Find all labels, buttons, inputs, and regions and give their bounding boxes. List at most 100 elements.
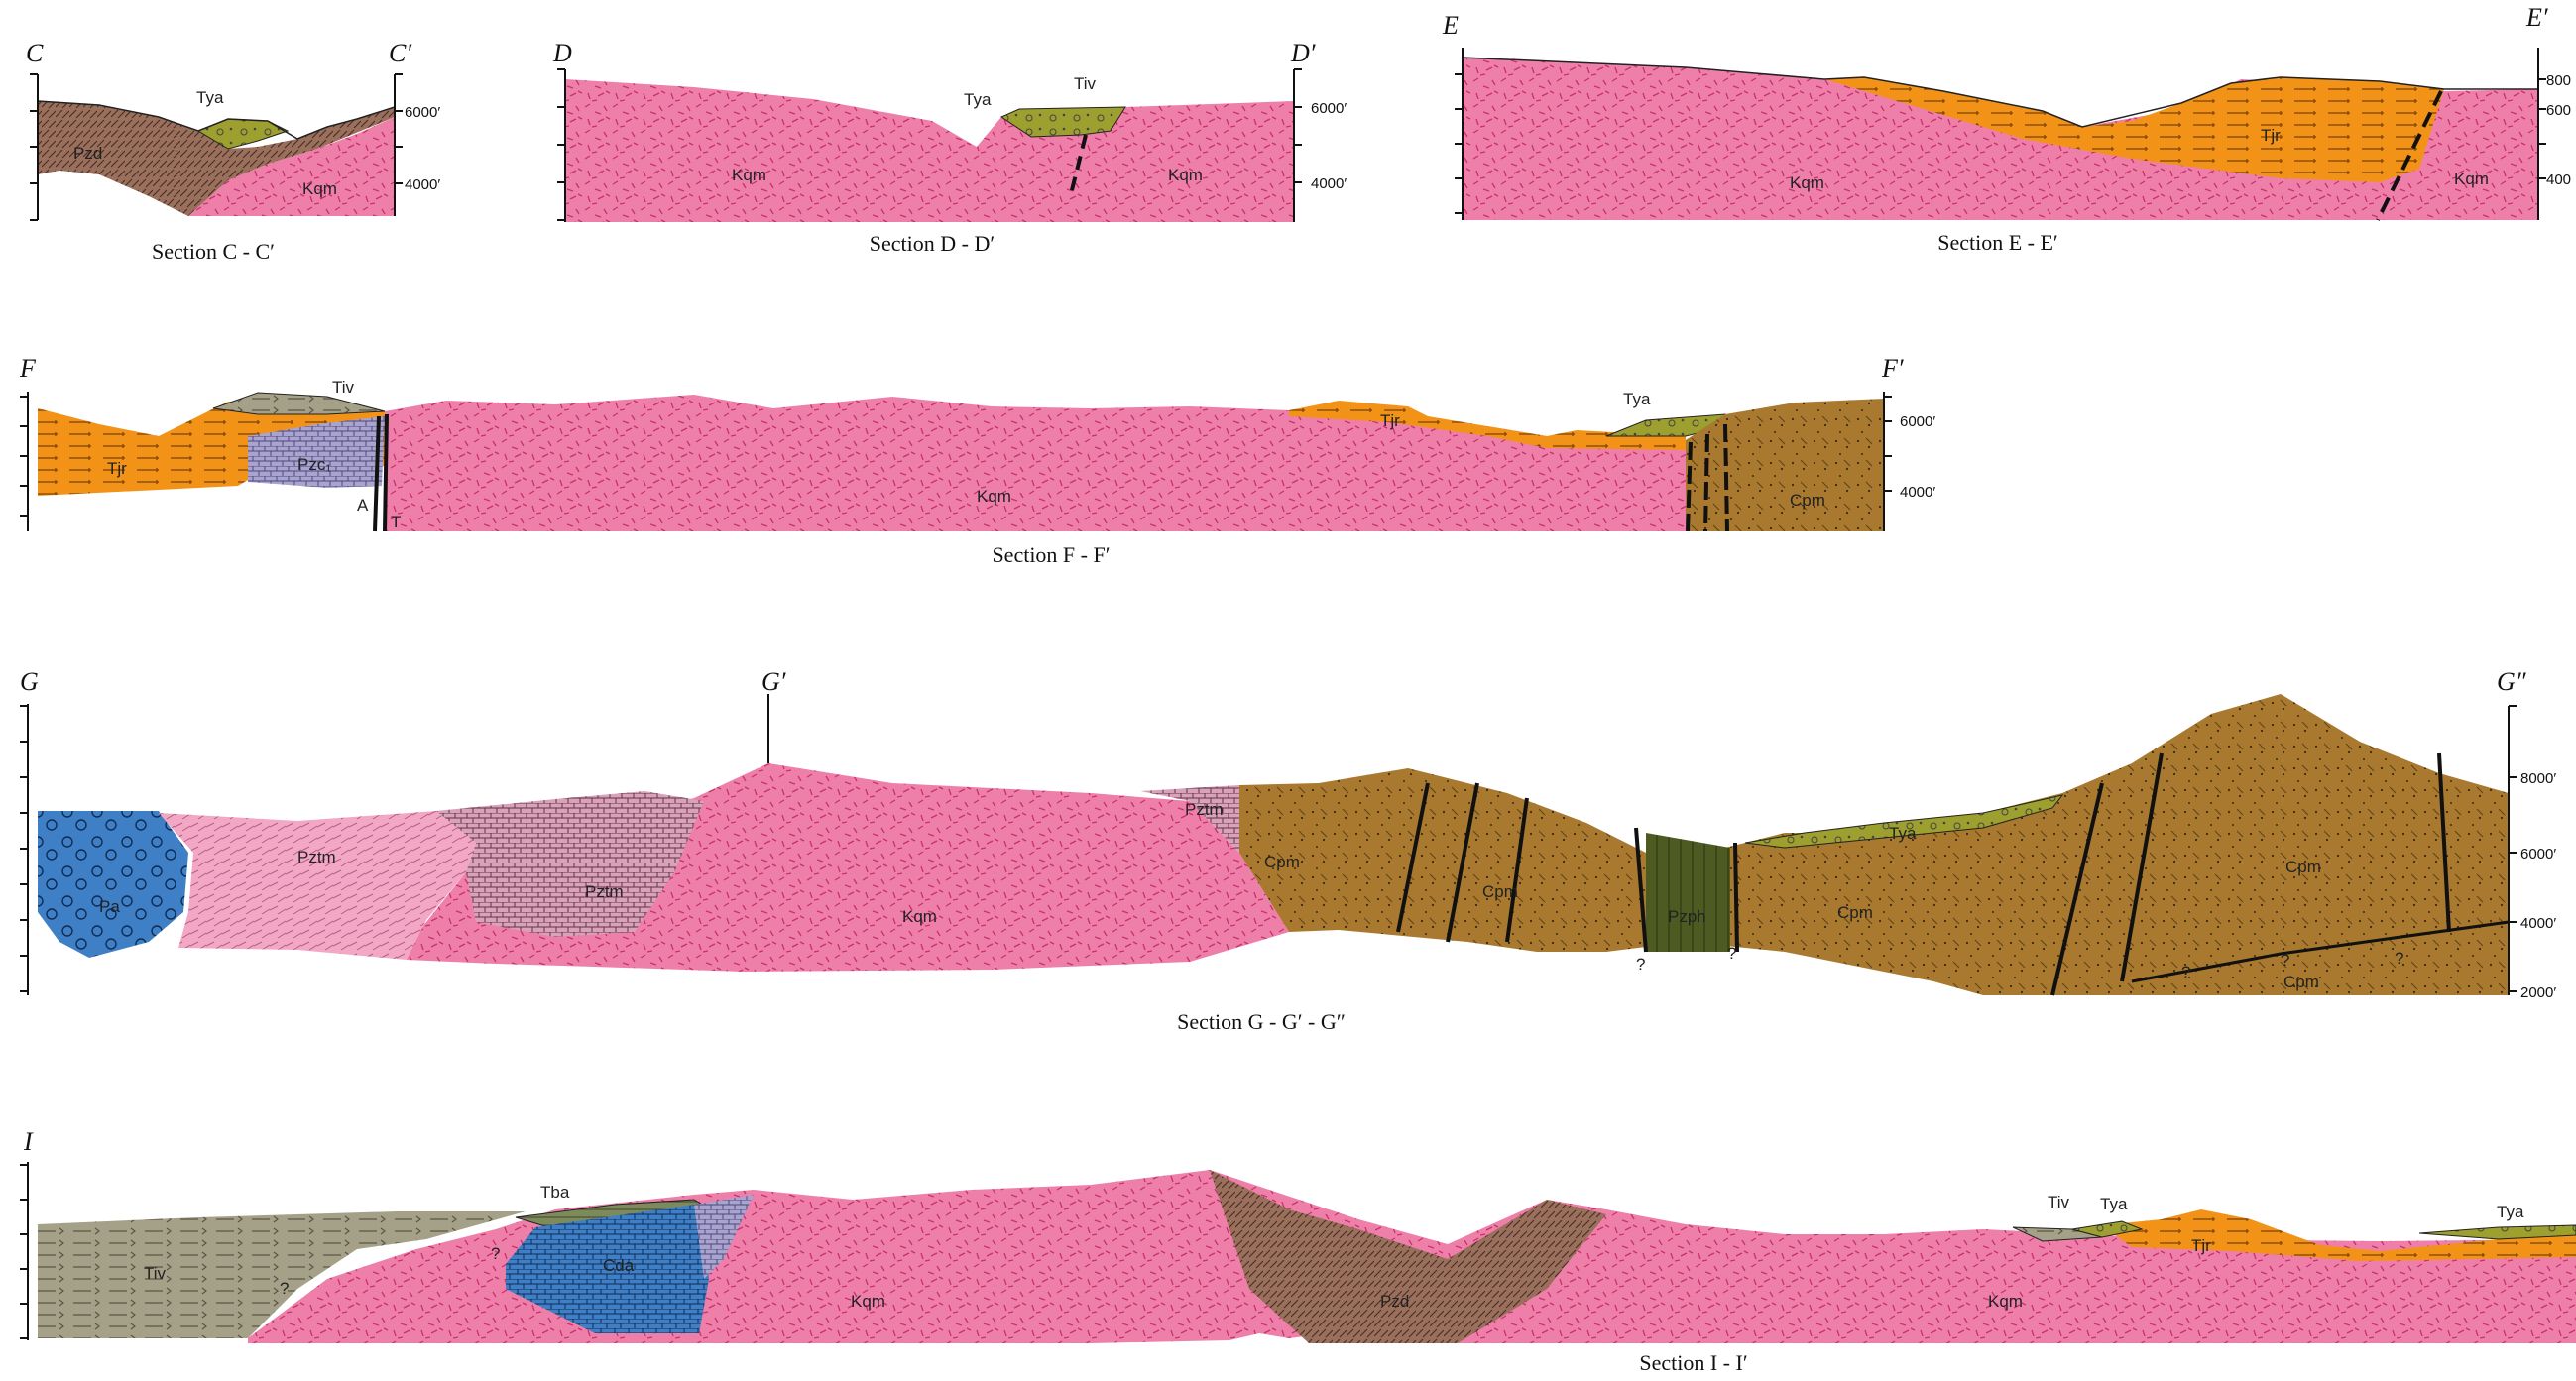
query-3: ? bbox=[2181, 963, 2190, 981]
end-label-f: F bbox=[19, 354, 37, 383]
elevation-axis-left bbox=[557, 69, 565, 222]
end-label-c-prime: C′ bbox=[389, 39, 411, 67]
elev-400: 400 bbox=[2546, 172, 2571, 188]
label-tya: Tya bbox=[1623, 390, 1651, 408]
label-kqm-left: Kqm bbox=[1790, 173, 1824, 192]
end-label-d: D bbox=[552, 39, 572, 67]
elev-4000: 4000′ bbox=[2520, 915, 2556, 932]
end-label-g-double-prime: G″ bbox=[2497, 667, 2527, 696]
caption-section-f: Section F - F′ bbox=[992, 542, 1110, 567]
label-tya-1: Tya bbox=[2100, 1195, 2128, 1213]
query-1: ? bbox=[491, 1244, 500, 1263]
elev-6000: 6000′ bbox=[1311, 100, 1347, 117]
section-e: E E′ 800 600 400 Kqm Tjr Kqm Section E -… bbox=[1442, 3, 2571, 255]
caption-section-d: Section D - D′ bbox=[870, 231, 995, 256]
label-pa: Pa bbox=[99, 897, 120, 916]
label-pzd: Pzd bbox=[1380, 1292, 1409, 1311]
caption-section-i: Section I - I′ bbox=[1639, 1350, 1747, 1375]
label-pztm-3: Pztm bbox=[1185, 800, 1224, 819]
unit-pzph bbox=[1646, 833, 1730, 952]
unit-kqm bbox=[385, 395, 1725, 531]
elev-4000: 4000′ bbox=[1311, 175, 1347, 192]
query-5: ? bbox=[2395, 949, 2403, 968]
elev-4000: 4000′ bbox=[405, 176, 440, 193]
label-kqm: Kqm bbox=[302, 179, 337, 198]
label-tjr-right: Tjr bbox=[1380, 411, 1400, 430]
section-d: D D′ 6000′ 4000′ Tya Tiv Kqm Kqm Section… bbox=[552, 39, 1347, 256]
section-f: F F′ 6000′ 4000′ Tiv Tjr Pzc₁ A T Kqm Tj… bbox=[19, 354, 1935, 567]
label-pzc1: Pzc₁ bbox=[297, 455, 331, 474]
unit-tiv bbox=[213, 393, 385, 414]
caption-section-e: Section E - E′ bbox=[1937, 230, 2058, 255]
label-cpm-3: Cpm bbox=[1837, 903, 1873, 922]
elevation-axis-right bbox=[2538, 48, 2546, 220]
elev-2000: 2000′ bbox=[2520, 984, 2556, 1001]
label-pztm-1: Pztm bbox=[297, 848, 336, 866]
unit-cpm bbox=[1239, 694, 2509, 995]
unit-pa bbox=[38, 811, 188, 958]
label-kqm-1: Kqm bbox=[851, 1292, 885, 1311]
label-tjr: Tjr bbox=[2261, 126, 2281, 145]
label-pztm-2: Pztm bbox=[585, 882, 624, 901]
label-cpm: Cpm bbox=[1790, 491, 1825, 510]
label-tjr-left: Tjr bbox=[107, 459, 127, 478]
elev-6000: 6000′ bbox=[2520, 846, 2556, 863]
label-tya-2: Tya bbox=[2497, 1203, 2524, 1221]
label-fault-a: A bbox=[357, 496, 369, 515]
caption-section-c: Section C - C′ bbox=[152, 239, 275, 264]
label-tiv-left: Tiv bbox=[144, 1264, 167, 1283]
elevation-axis-left bbox=[30, 74, 38, 220]
unit-kqm bbox=[565, 79, 1294, 222]
label-cpm-2: Cpm bbox=[1482, 882, 1518, 901]
elevation-axis-right bbox=[1884, 392, 1892, 531]
elevation-axis-left bbox=[1455, 48, 1463, 220]
elev-6000: 6000′ bbox=[1900, 413, 1935, 430]
label-kqm-right: Kqm bbox=[1168, 166, 1203, 184]
label-tiv: Tiv bbox=[1074, 74, 1097, 93]
end-label-e: E bbox=[1442, 11, 1459, 40]
label-fault-t: T bbox=[391, 513, 401, 531]
elevation-axis-left bbox=[20, 704, 28, 995]
label-kqm-right: Kqm bbox=[2454, 170, 2489, 188]
label-cpm-5: Cpm bbox=[2283, 973, 2319, 991]
label-cpm-1: Cpm bbox=[1264, 853, 1300, 871]
end-label-c: C bbox=[26, 39, 44, 67]
label-tjr: Tjr bbox=[2191, 1236, 2211, 1255]
section-c: C C′ 6000′ 4000′ Tya Pzd Kqm Section C -… bbox=[26, 39, 440, 264]
elev-8000: 8000′ bbox=[2520, 770, 2556, 787]
elevation-axis-right bbox=[1294, 69, 1302, 222]
end-label-g: G bbox=[20, 667, 39, 696]
label-pzd: Pzd bbox=[73, 144, 102, 163]
label-cda: Cda bbox=[603, 1256, 635, 1275]
elevation-axis-right bbox=[395, 74, 403, 216]
label-cpm-4: Cpm bbox=[2285, 858, 2321, 876]
label-tba: Tba bbox=[540, 1183, 570, 1202]
label-tya: Tya bbox=[196, 88, 224, 107]
elevation-axis-left bbox=[20, 1162, 28, 1340]
elev-600: 600 bbox=[2546, 102, 2571, 119]
label-kqm: Kqm bbox=[902, 907, 937, 926]
label-tiv: Tiv bbox=[332, 378, 355, 397]
elevation-axis-right bbox=[2509, 706, 2517, 995]
label-pzph: Pzph bbox=[1668, 907, 1706, 926]
query-2: ? bbox=[1727, 944, 1736, 963]
elev-6000: 6000′ bbox=[405, 104, 440, 121]
query-1: ? bbox=[1636, 955, 1645, 974]
label-tya: Tya bbox=[964, 90, 992, 109]
end-label-f-prime: F′ bbox=[1881, 354, 1904, 383]
label-kqm-left: Kqm bbox=[732, 166, 766, 184]
section-i: I Tiv Tba Cda Kqm Pzd Kqm Tiv Tya Tjr Ty… bbox=[20, 1127, 2576, 1375]
label-tya: Tya bbox=[1889, 824, 1917, 843]
section-g: G G′ G″ 8000′ 6000′ 4000′ 2000′ Pa Pztm … bbox=[20, 667, 2556, 1034]
end-label-e-prime: E′ bbox=[2525, 3, 2548, 32]
elev-4000: 4000′ bbox=[1900, 484, 1935, 501]
end-label-d-prime: D′ bbox=[1290, 39, 1316, 67]
query-2: ? bbox=[280, 1279, 289, 1298]
label-kqm-2: Kqm bbox=[1988, 1292, 2023, 1311]
label-kqm: Kqm bbox=[977, 487, 1011, 506]
caption-section-g: Section G - G′ - G″ bbox=[1177, 1009, 1346, 1034]
elevation-axis-left bbox=[20, 392, 28, 531]
end-label-i: I bbox=[23, 1127, 34, 1156]
query-4: ? bbox=[2281, 951, 2289, 970]
